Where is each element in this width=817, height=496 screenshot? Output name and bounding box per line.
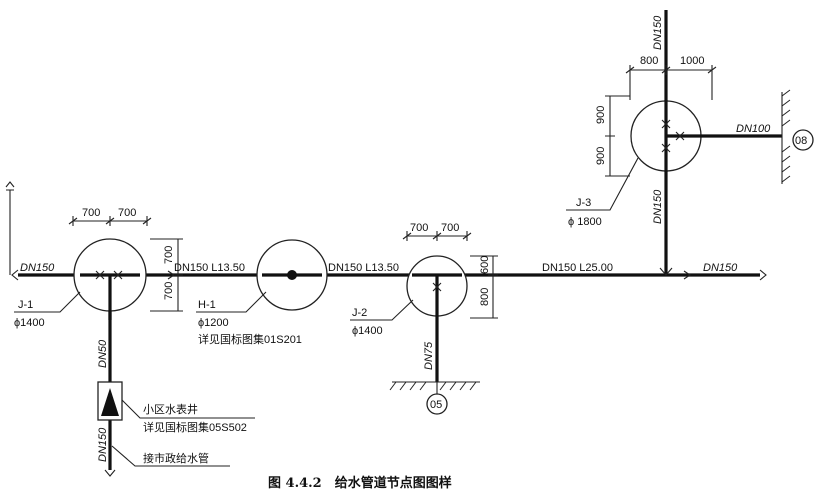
well-j2 [406,255,468,382]
j2-dim-a: 700 [410,222,428,234]
seg1-label: DN150 L13.50 [174,262,245,274]
flow-arrow [683,270,691,280]
j2-vdim-b: 800 [479,288,491,306]
h1-dia: ϕ1200 [198,317,229,329]
main-pipe-left-break [11,269,19,281]
main-pipe-right-break [759,269,767,281]
j1-dim-b: 700 [118,207,136,219]
j2-vdim-a: 600 [479,256,491,274]
valve-icon [113,270,123,280]
well-j1 [73,238,147,320]
meter-ref: 详见国标图集05S502 [143,420,247,434]
seg3-label: DN150 L25.00 [542,262,613,274]
j1-leader [14,291,81,313]
j3-dim-b: 1000 [680,55,704,67]
dn150-lower: DN150 [97,427,109,462]
node-05-circle [426,393,448,415]
j3-dia: ϕ 1800 [568,216,602,228]
j1-vdim-b: 700 [163,282,175,300]
h1-ref: 详见国标图集01S201 [198,332,302,346]
h1-name: H-1 [198,299,216,311]
j1-vdim-a: 700 [163,246,175,264]
j3-vdim-line [605,95,630,177]
j1-vdim-line [150,238,183,312]
j2-leader [350,299,414,321]
dn50-lower: DN50 [97,339,109,368]
j3-dn150-top: DN150 [652,15,664,50]
meter-leader [121,399,255,419]
j2-vdim-line [470,255,498,319]
left-stub [6,189,14,275]
valve-icon [432,282,442,292]
j3-vdim-b: 900 [595,147,607,165]
valve-icon [675,131,685,141]
j1-dia: ϕ1400 [14,317,45,329]
hydrant-well-h1 [256,239,328,311]
node-05: 05 [430,399,442,411]
hydrant-icon [287,270,297,280]
j2-name: J-2 [352,307,367,319]
branch-break [104,469,116,477]
seg2-label: DN150 L13.50 [328,262,399,274]
node-08: 08 [795,135,807,147]
h1-leader [196,291,267,313]
well-j3 [630,10,782,275]
j3-dn150-vert: DN150 [652,189,664,224]
j2-dim-line [402,231,472,241]
figure-caption: 图 4.4.2 给水管道节点图图样 [268,475,452,491]
node-08-circle [792,129,814,151]
meter-well-label: 小区水表井 [143,402,198,416]
j1-dim-a: 700 [82,207,100,219]
flow-arrow [167,270,175,280]
j2-dim-b: 700 [441,222,459,234]
dn150-right: DN150 [703,262,738,274]
dn150-left: DN150 [20,262,55,274]
ground-hatch-j2 [389,381,477,391]
valve-icon [661,143,671,153]
left-stub-arrow [5,181,15,188]
j3-leader [566,157,639,211]
j3-dim-a: 800 [640,55,658,67]
meter-icon [101,388,119,416]
j1-name: J-1 [18,299,33,311]
j3-tee-mark [659,267,673,276]
j3-name: J-3 [576,197,591,209]
connect-leader [111,445,230,467]
wall-hatch-j3 [781,89,791,183]
valve-icon [661,119,671,129]
connect-main: 接市政给水管 [143,451,209,465]
j1-dim-line [68,216,152,226]
j3-dim-line [625,65,717,100]
valve-icon [95,270,105,280]
j2-dia: ϕ1400 [352,325,383,337]
dn75: DN75 [423,341,435,370]
j3-dn100: DN100 [736,123,771,135]
j3-vdim-a: 900 [595,106,607,124]
